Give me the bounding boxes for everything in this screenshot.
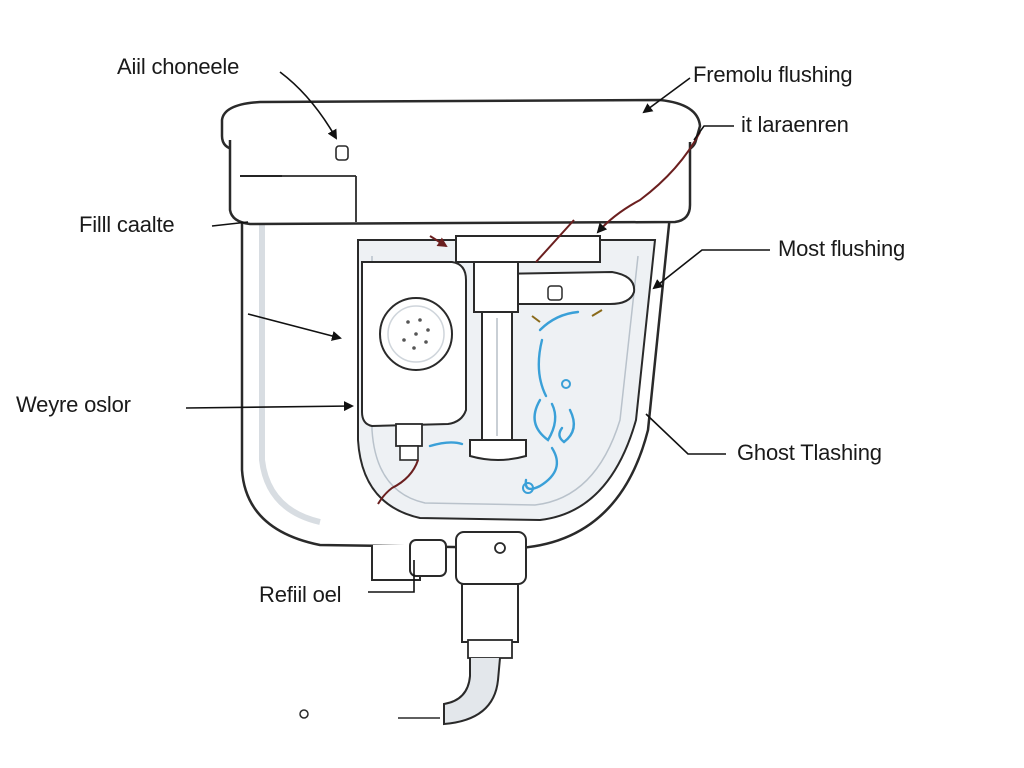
lid-button — [335, 145, 349, 161]
label-bottom: Refiil oel — [259, 582, 342, 607]
label-mid-left: Filll caalte — [79, 212, 175, 237]
label-right-mid: Most flushing — [778, 236, 906, 261]
supply-nut — [455, 531, 527, 585]
leader-lines — [185, 71, 770, 593]
tank-body-shade — [259, 225, 321, 525]
water-flow — [428, 310, 580, 491]
supply-hose — [443, 657, 501, 726]
label-top-left: Aiil choneele — [117, 54, 240, 79]
label-right-lower: Ghost Tlashing — [737, 440, 882, 465]
overflow-pipe-top — [473, 261, 519, 313]
label-top-right-sub: it laraenren — [741, 112, 849, 137]
top-bracket — [455, 235, 601, 263]
tank-lid-rim — [228, 140, 692, 226]
label-left-lower: Weyre oslor — [16, 392, 131, 417]
label-top-right: Fremolu flushing — [693, 62, 853, 87]
supply-pipe — [461, 583, 519, 643]
wires — [377, 131, 701, 505]
